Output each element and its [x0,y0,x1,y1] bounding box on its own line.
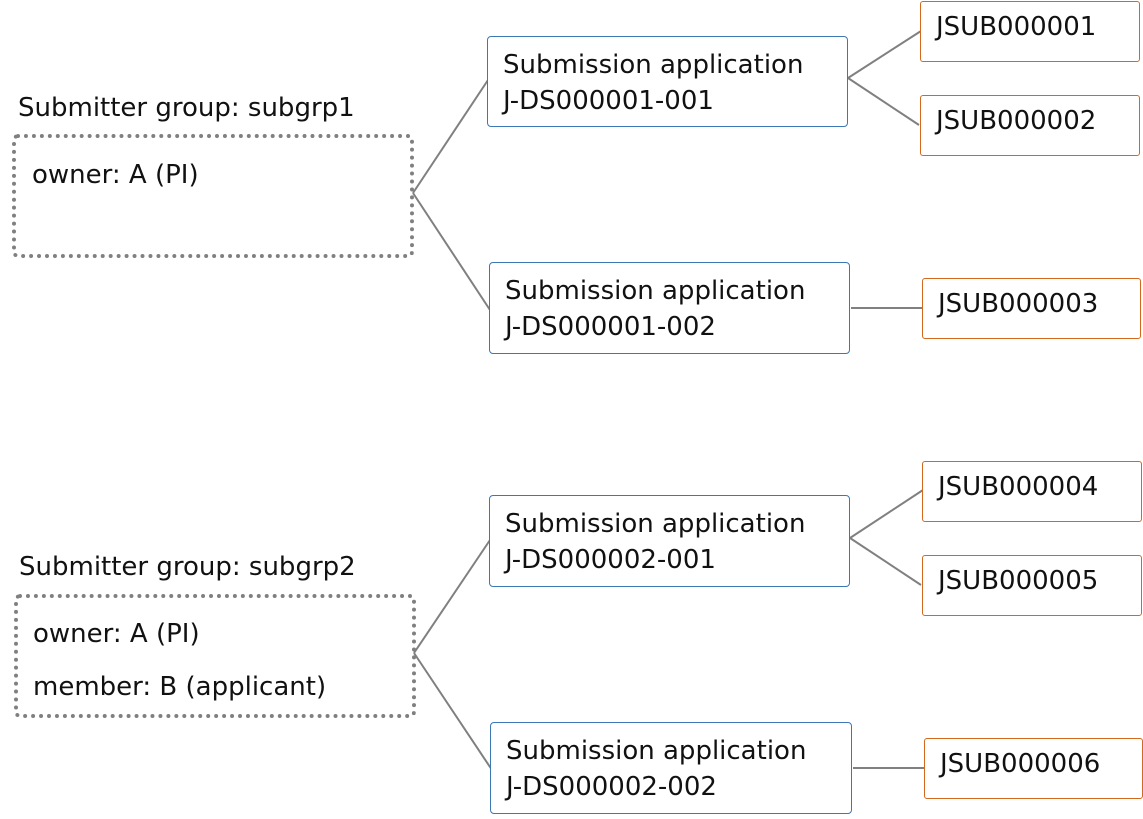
application-label: Submission application [506,736,807,766]
submission-box: JSUB000004 [922,461,1142,522]
submission-box: JSUB000005 [922,555,1142,616]
application-id: J-DS000001-001 [503,86,714,116]
application-id: J-DS000002-002 [506,772,717,802]
submission-box: JSUB000006 [924,738,1143,799]
group-member: owner: A (PI) [32,160,199,190]
application-id: J-DS000002-001 [505,545,716,575]
group-member: member: B (applicant) [33,672,327,702]
connector-app1-sub1 [847,30,922,79]
group-member: owner: A (PI) [33,619,200,649]
submission-box: JSUB000001 [920,1,1140,62]
application-label: Submission application [505,276,806,306]
submission-application-box: Submission application J-DS000001-001 [487,36,848,127]
submission-application-box: Submission application J-DS000002-002 [490,722,852,814]
application-label: Submission application [503,50,804,80]
connector-app1-sub2 [847,77,920,126]
connector-group2-app3 [413,539,491,654]
connector-group2-app4 [413,652,493,771]
application-id: J-DS000001-002 [505,312,716,342]
submission-box: JSUB000003 [922,278,1141,339]
submitter-group-box: owner: A (PI) [12,134,414,258]
application-label: Submission application [505,509,806,539]
connector-app3-sub4 [849,489,924,539]
submission-application-box: Submission application J-DS000001-002 [489,262,850,354]
submission-application-box: Submission application J-DS000002-001 [489,495,850,587]
connector-app3-sub5 [849,537,922,586]
submitter-group-box: owner: A (PI) member: B (applicant) [14,594,416,718]
group-title: Submitter group: subgrp2 [19,552,356,582]
connector-group1-app1 [412,79,489,194]
connector-group1-app2 [412,192,491,311]
submission-box: JSUB000002 [920,95,1140,156]
group-title: Submitter group: subgrp1 [18,93,355,123]
